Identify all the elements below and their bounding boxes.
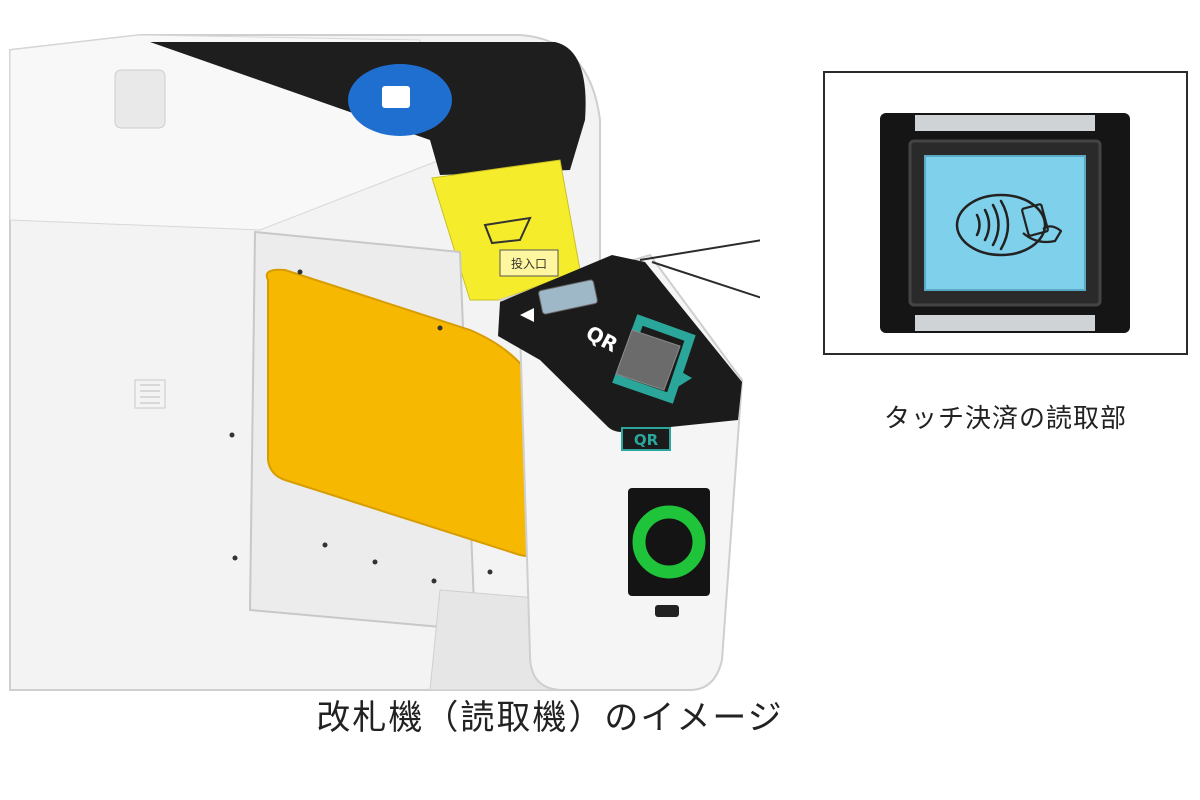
reader-strip-bottom	[915, 315, 1095, 331]
gate-top-handle	[114, 69, 166, 129]
card-slot	[655, 605, 679, 617]
arrow-right-icon	[676, 370, 692, 388]
reader-screen	[924, 155, 1086, 291]
reader-closeup-drawing	[880, 113, 1130, 333]
green-ring-icon	[632, 505, 706, 579]
callout-line-top	[639, 239, 760, 261]
hand-card-icon	[1021, 203, 1063, 244]
qr-label-bottom: QR	[634, 431, 659, 449]
ticket-slot-icon	[483, 216, 532, 245]
vent-grille	[134, 379, 166, 409]
contactless-oval	[955, 193, 1047, 257]
ticket-gate-drawing: 投入口	[9, 34, 760, 691]
touch-reader-window	[538, 279, 598, 315]
ticket-slot-text: 投入口	[511, 256, 547, 271]
callout-line-bottom	[651, 261, 760, 299]
inset-caption: タッチ決済の読取部	[883, 404, 1127, 434]
arrow-left-icon	[520, 308, 534, 322]
qr-reader-glass	[615, 329, 681, 391]
qr-tag	[621, 427, 671, 451]
reader-closeup-inset	[823, 71, 1188, 355]
screws	[229, 269, 493, 584]
ticket-slot-sign	[499, 249, 559, 277]
main-caption: 改札機（読取機）のイメージ	[316, 698, 784, 738]
ic-reader-icon	[382, 86, 410, 108]
contactless-icon	[975, 199, 1010, 251]
reader-strip-top	[915, 115, 1095, 131]
